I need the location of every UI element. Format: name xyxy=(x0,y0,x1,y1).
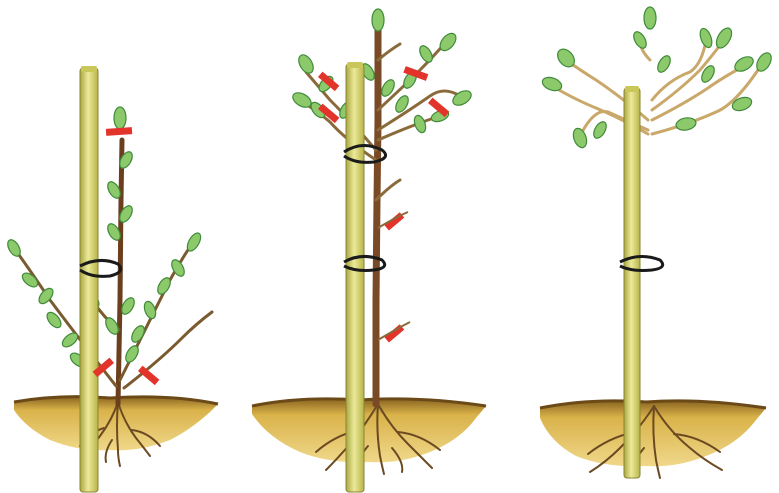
support-stake xyxy=(624,88,640,478)
panel-stage-3 xyxy=(540,7,774,478)
side-branches xyxy=(14,238,212,388)
support-stake xyxy=(80,68,98,492)
side-branches xyxy=(552,40,762,136)
panel-stage-1 xyxy=(5,66,218,492)
leaves xyxy=(541,7,775,149)
support-stake xyxy=(346,64,364,492)
tree-trunk xyxy=(376,30,378,404)
leaves xyxy=(5,107,203,370)
panel-stage-2 xyxy=(252,9,486,492)
soil-mound xyxy=(252,399,486,462)
